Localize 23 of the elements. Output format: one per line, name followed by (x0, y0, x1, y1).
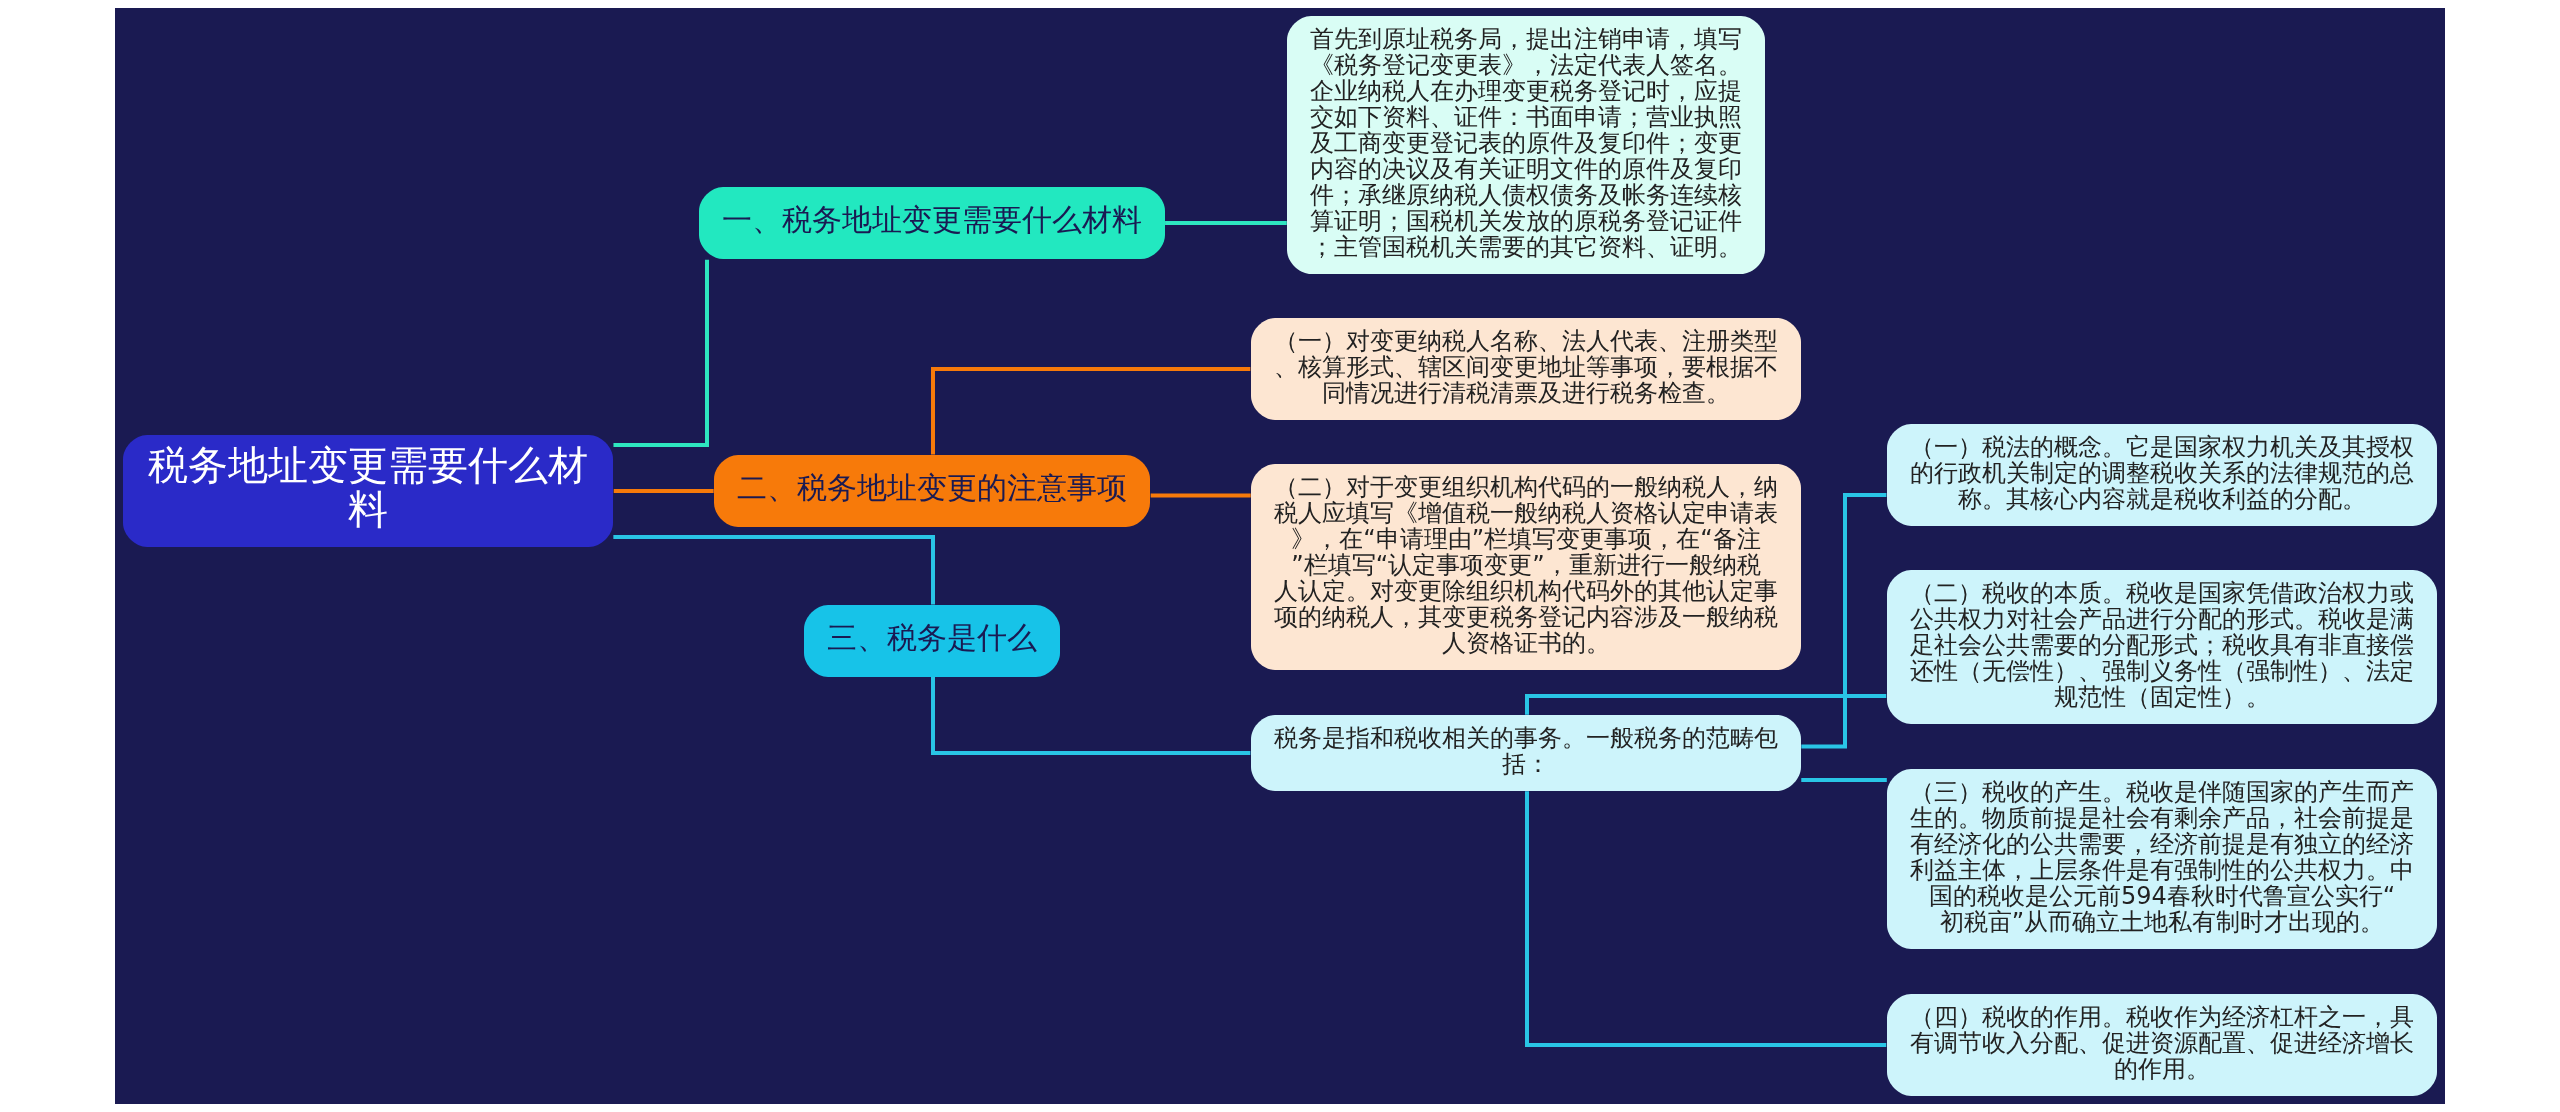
node-box: （四）税收的作用。税收作为经济杠杆之一，具有调节收入分配、促进资源配置、促进经济增长的作用。 (1887, 994, 2437, 1096)
connector (613, 259, 709, 447)
node-box: 税务是指和税收相关的事务。一般税务的范畴包括： (1251, 715, 1801, 791)
connector (1165, 221, 1287, 225)
connector (613, 489, 714, 493)
connector (931, 677, 1251, 755)
connector (1801, 778, 1887, 782)
connector (931, 367, 1251, 455)
node-box: 首先到原址税务局，提出注销申请，填写《税务登记变更表》，法定代表人签名。企业纳税人在办理变更税务登记时，应提交如下资料、证件：书面申请；营业执照及工商变更登记表的原件及复印件；变更内容的决议及有关证明文件的原件及复印件；承继原纳税人债权债务及帐务连续核算证明；国税机关发放的原税务登记证件；主管国税机关需要的其它资料、证明。 (1287, 16, 1765, 274)
node-box: 二、税务地址变更的注意事项 (714, 455, 1150, 527)
connector (1525, 791, 1887, 1047)
node-box: 一、税务地址变更需要什么材料 (699, 187, 1165, 259)
node-box: （三）税收的产生。税收是伴随国家的产生而产生的。物质前提是社会有剩余产品，社会前提是有经济化的公共需要，经济前提是有独立的经济利益主体，上层条件是有强制性的公共权力。中国的税收是公元前594春秋时代鲁宣公实行“初税亩”从而确立土地私有制时才出现的。 (1887, 769, 2437, 949)
node-box: （一）税法的概念。它是国家权力机关及其授权的行政机关制定的调整税收关系的法律规范的总称。其核心内容就是税收利益的分配。 (1887, 424, 2437, 526)
node-box: （一）对变更纳税人名称、法人代表、注册类型、核算形式、辖区间变更地址等事项，要根据不同情况进行清税清票及进行税务检查。 (1251, 318, 1801, 420)
connector (613, 535, 935, 605)
node-box: （二）对于变更组织机构代码的一般纳税人，纳税人应填写《增值税一般纳税人资格认定申请表》，在“申请理由”栏填写变更事项，在“备注”栏填写“认定事项变更”，重新进行一般纳税人认定。对变更除组织机构代码外的其他认定事项的纳税人，其变更税务登记内容涉及一般纳税人资格证书的。 (1251, 464, 1801, 670)
connector (1150, 493, 1251, 498)
connector (1801, 493, 1887, 749)
node-box: （二）税收的本质。税收是国家凭借政治权力或公共权力对社会产品进行分配的形式。税收是满足社会公共需要的分配形式；税收具有非直接偿还性（无偿性）、强制义务性（强制性）、法定规范性（固定性）。 (1887, 570, 2437, 724)
connector (1525, 694, 1887, 715)
node-box: 三、税务是什么 (804, 605, 1060, 677)
node-box: 税务地址变更需要什么材料 (123, 435, 613, 547)
